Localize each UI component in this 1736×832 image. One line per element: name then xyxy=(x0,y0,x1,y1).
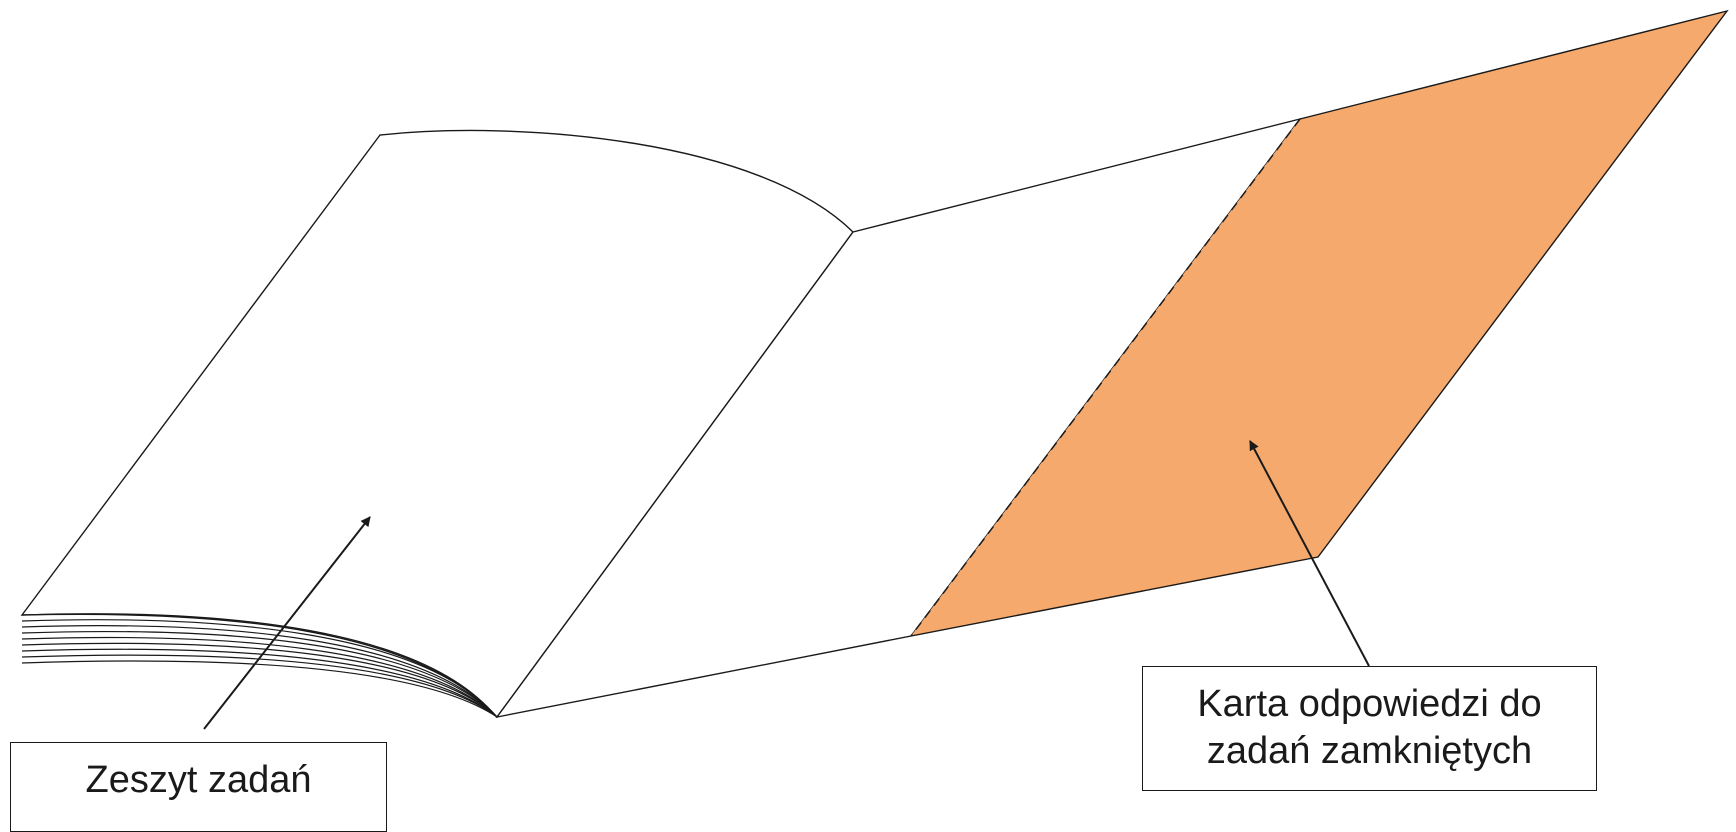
perforation-line xyxy=(910,118,1301,637)
answer-sheet-label-line-1: Karta odpowiedzi do xyxy=(1197,683,1542,725)
answer-sheet-label: Karta odpowiedzi do zadań zamkniętych xyxy=(1142,666,1597,791)
open-exam-booklet-diagram xyxy=(20,9,1729,730)
answer-sheet-outline xyxy=(910,9,1729,637)
answer-sheet-label-line-2: zadań zamkniętych xyxy=(1206,730,1533,772)
answer-sheet-arrow xyxy=(1249,440,1370,667)
booklet-arrow xyxy=(203,516,371,730)
booklet-label-text: Zeszyt zadań xyxy=(85,759,312,801)
booklet-page-edges xyxy=(21,613,498,718)
answer-sheet xyxy=(911,11,1727,636)
booklet-label: Zeszyt zadań xyxy=(10,742,387,832)
